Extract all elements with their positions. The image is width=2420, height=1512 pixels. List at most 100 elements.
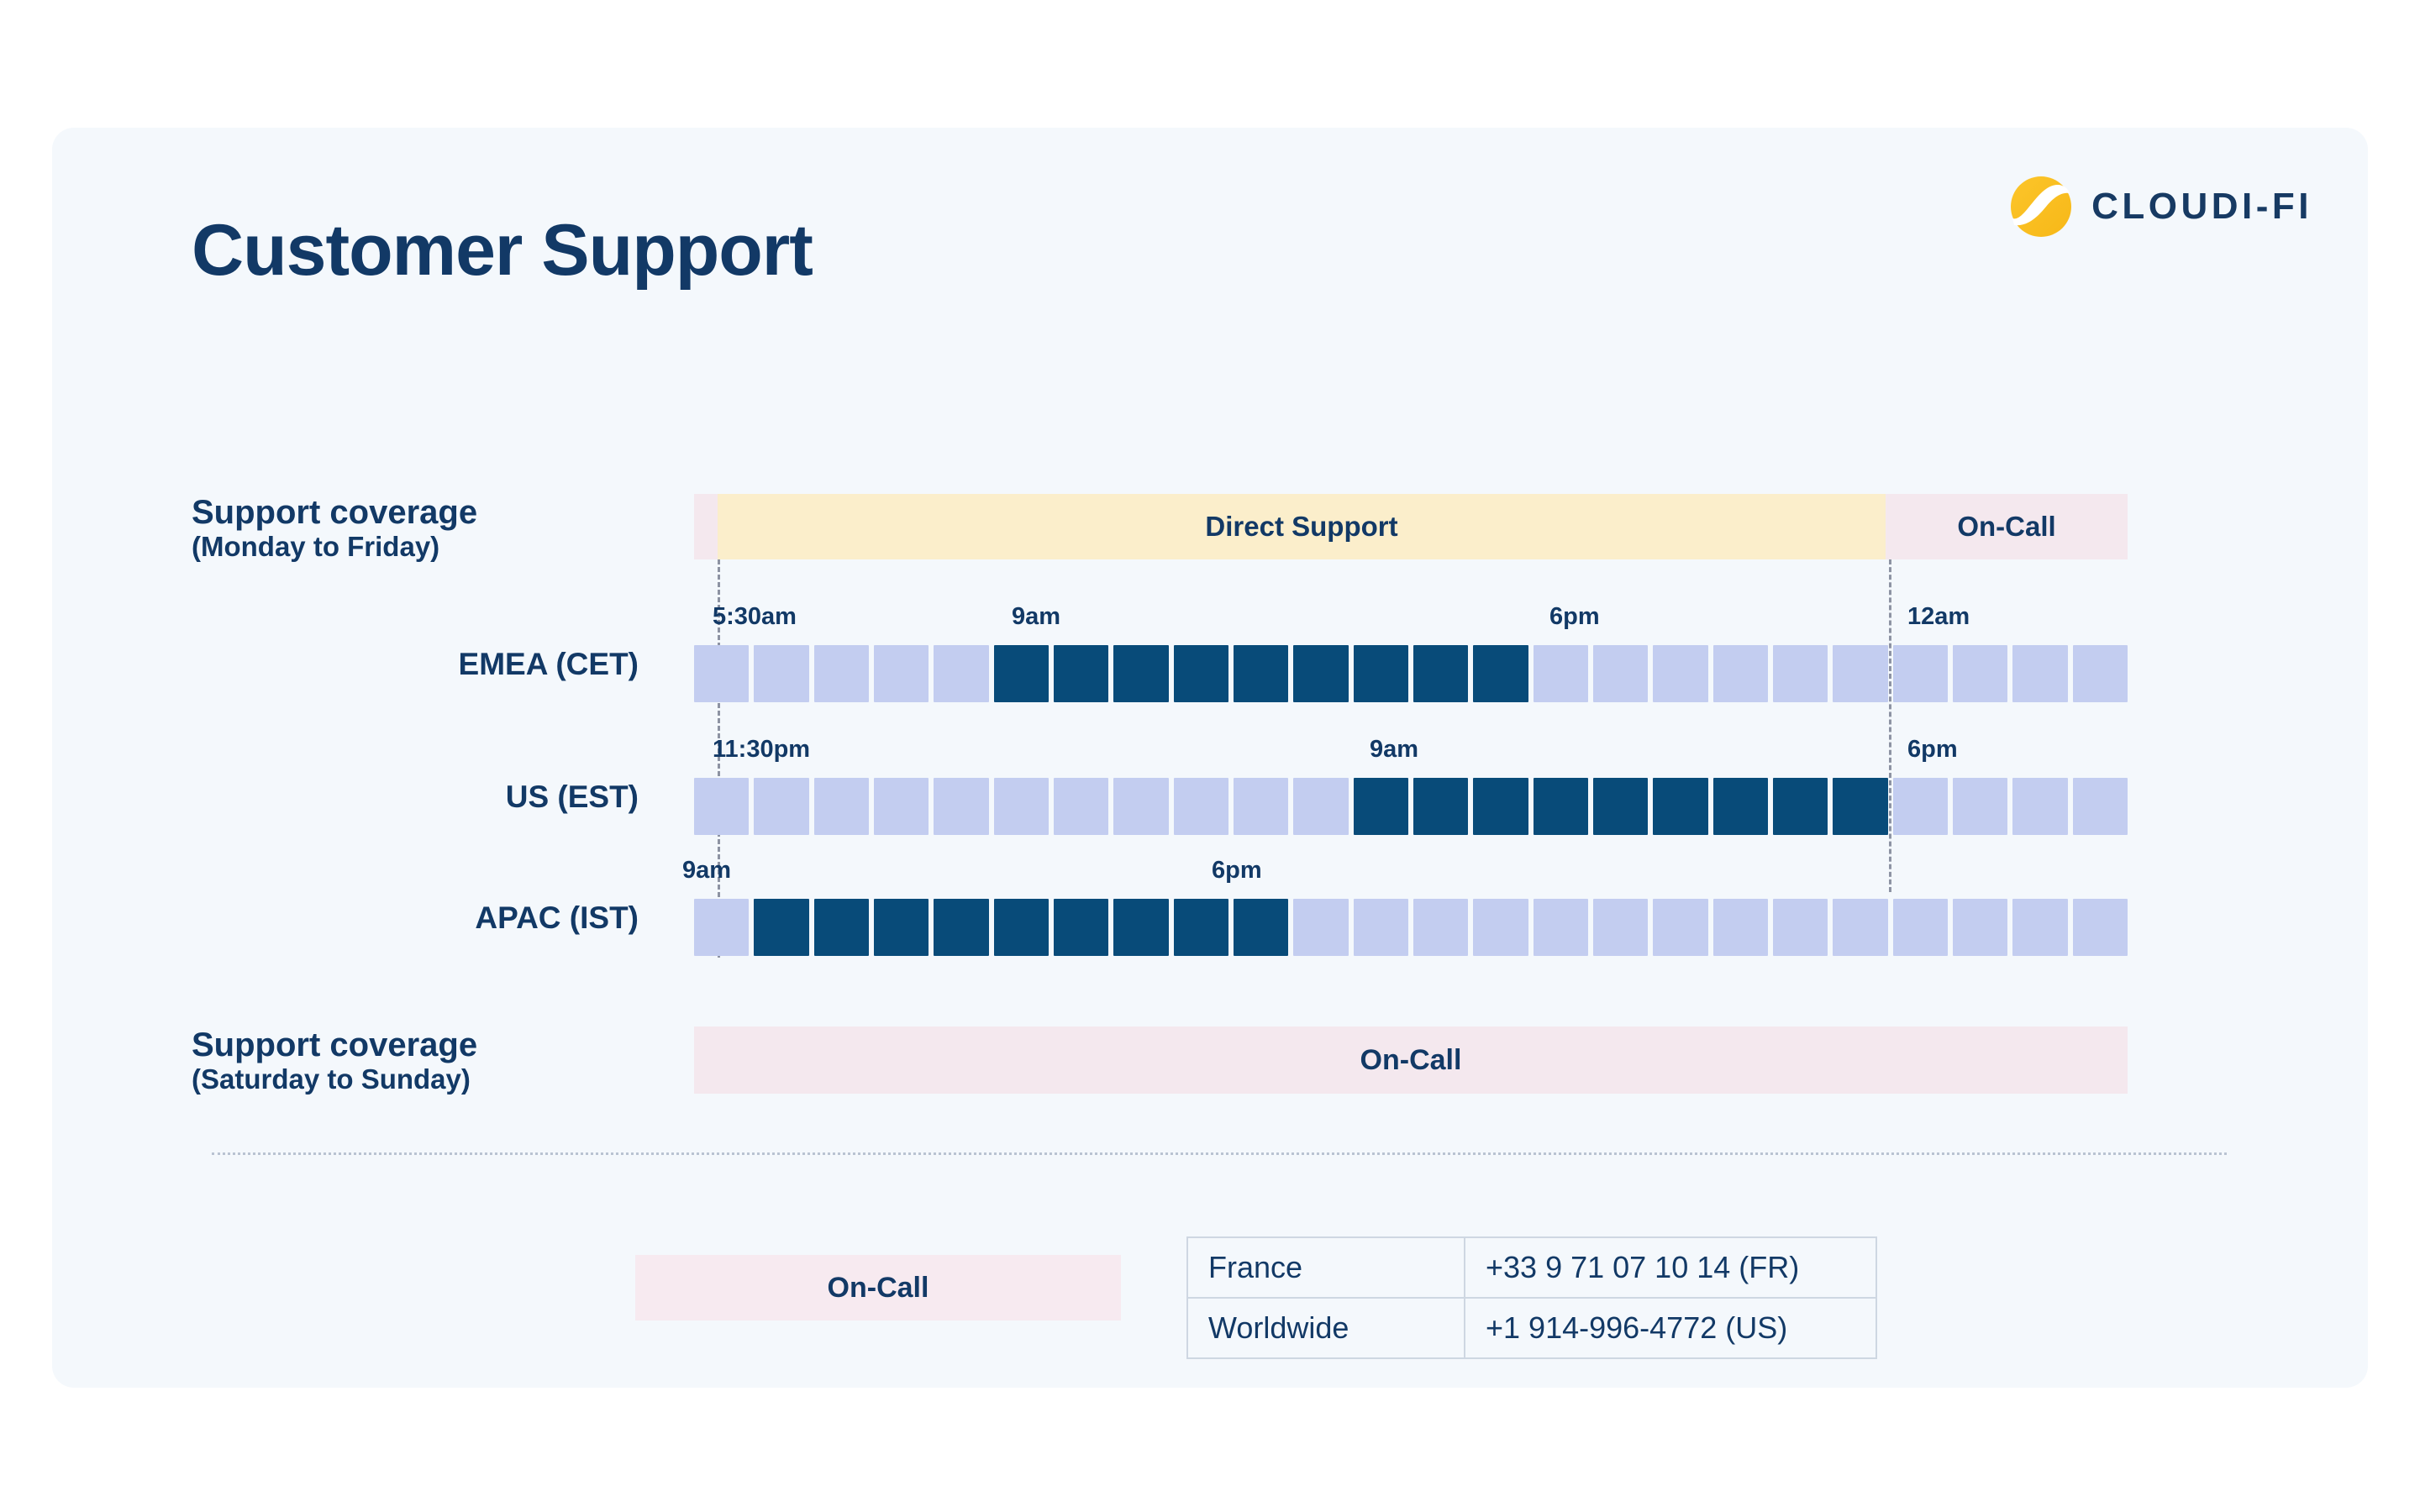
weekend-label-line2: (Saturday to Sunday) [192, 1063, 471, 1095]
timeline-cell [1712, 778, 1768, 835]
contact-table: France +33 9 71 07 10 14 (FR) Worldwide … [1186, 1236, 1877, 1359]
row-label-apac: APAC (IST) [475, 900, 639, 935]
timeline-cell [1892, 899, 1948, 956]
table-row: France +33 9 71 07 10 14 (FR) [1186, 1236, 1877, 1299]
tick-emea-3: 12am [1907, 603, 1970, 630]
cloudifi-swoosh-logo-icon [2009, 175, 2073, 239]
timeline-cell [873, 645, 929, 702]
timeline-cell [934, 778, 989, 835]
timeline-cell [1653, 778, 1708, 835]
timeline-cell [1772, 645, 1828, 702]
tick-us-0: 11:30pm [713, 736, 811, 763]
timeline-cell [993, 645, 1049, 702]
timeline-cell [1653, 645, 1708, 702]
legend-segment-direct-support: Direct Support [718, 494, 1886, 559]
timeline-cell [813, 645, 869, 702]
timeline-cell [993, 778, 1049, 835]
timeline-cell [1772, 778, 1828, 835]
timeline-cell [1053, 899, 1109, 956]
timeline-cell [1053, 645, 1109, 702]
contact-number-france[interactable]: +33 9 71 07 10 14 (FR) [1464, 1236, 1877, 1299]
timeline-cell [1113, 778, 1169, 835]
timeline-cell [1772, 899, 1828, 956]
timeline-cell [1293, 899, 1349, 956]
timeline-cell [1952, 778, 2008, 835]
timeline-cell [1892, 778, 1948, 835]
timeline-cell [1053, 778, 1109, 835]
timeline-cell [993, 899, 1049, 956]
timeline-cell [2012, 778, 2068, 835]
tick-row-emea: 5:30am 9am 6pm 12am [694, 603, 2128, 637]
timeline-cell [1712, 645, 1768, 702]
timeline-cell [1353, 645, 1408, 702]
timeline-cell [754, 899, 809, 956]
timeline-cell [1233, 899, 1289, 956]
contact-region-france: France [1186, 1236, 1465, 1299]
timeline-cell [1413, 899, 1469, 956]
timeline-cell [694, 899, 750, 956]
weekday-label-line2: (Monday to Friday) [192, 530, 440, 562]
timeline-cell [1113, 899, 1169, 956]
page-title: Customer Support [192, 210, 813, 291]
tick-emea-1: 9am [1012, 603, 1061, 630]
timeline-cell [1293, 778, 1349, 835]
timeline-apac [694, 899, 2128, 956]
timeline-cell [1592, 645, 1649, 702]
footer-oncall-legend: On-Call [635, 1255, 1121, 1320]
timeline-cell [1173, 645, 1228, 702]
timeline-cell [1173, 778, 1228, 835]
tick-us-2: 6pm [1907, 736, 1958, 763]
table-row: Worldwide +1 914-996-4772 (US) [1186, 1297, 1877, 1359]
timeline-cell [873, 899, 929, 956]
brand-logo: CLOUDI-FI [2009, 175, 2312, 239]
timeline-cell [2012, 645, 2068, 702]
timeline-cell [934, 645, 989, 702]
timeline-cell [1233, 645, 1289, 702]
weekday-coverage-label: Support coverage (Monday to Friday) [192, 494, 477, 563]
timeline-cell [1233, 778, 1289, 835]
main-card [52, 128, 2368, 1388]
tick-apac-0: 9am [682, 857, 732, 884]
row-label-us: US (EST) [505, 780, 639, 814]
timeline-cell [1952, 899, 2008, 956]
timeline-cell [1952, 645, 2008, 702]
coverage-legend-bar: Direct Support On-Call [694, 494, 2128, 559]
timeline-emea [694, 645, 2128, 702]
legend-segment-oncall-late: On-Call [1886, 494, 2128, 559]
weekend-coverage-label: Support coverage (Saturday to Sunday) [192, 1026, 477, 1095]
timeline-cell [1413, 778, 1469, 835]
guide-line-end [1889, 559, 1891, 892]
timeline-cell [1473, 645, 1528, 702]
timeline-cell [1473, 899, 1528, 956]
timeline-cell [813, 778, 869, 835]
timeline-us [694, 778, 2128, 835]
section-divider [212, 1152, 2227, 1155]
tick-us-1: 9am [1370, 736, 1419, 763]
tick-row-apac: 9am 6pm [682, 857, 2128, 890]
timeline-cell [754, 778, 809, 835]
timeline-cell [1533, 899, 1588, 956]
timeline-cell [1892, 645, 1948, 702]
timeline-cell [754, 645, 809, 702]
contact-region-worldwide: Worldwide [1186, 1297, 1465, 1359]
timeline-cell [1353, 778, 1408, 835]
tick-emea-2: 6pm [1549, 603, 1600, 630]
brand-name: CLOUDI-FI [2091, 186, 2312, 227]
timeline-cell [1533, 778, 1588, 835]
timeline-cell [1653, 899, 1708, 956]
timeline-cell [1592, 778, 1649, 835]
timeline-cell [1113, 645, 1169, 702]
timeline-cell [2072, 778, 2128, 835]
timeline-cell [1592, 899, 1649, 956]
weekend-label-line1: Support coverage [192, 1026, 478, 1063]
guide-line-start [718, 559, 720, 958]
timeline-cell [1413, 645, 1469, 702]
tick-emea-0: 5:30am [713, 603, 797, 630]
timeline-cell [1293, 645, 1349, 702]
contact-number-worldwide[interactable]: +1 914-996-4772 (US) [1464, 1297, 1877, 1359]
timeline-cell [694, 645, 750, 702]
timeline-cell [1833, 645, 1888, 702]
timeline-cell [1533, 645, 1588, 702]
timeline-cell [694, 778, 750, 835]
weekday-label-line1: Support coverage [192, 494, 478, 531]
